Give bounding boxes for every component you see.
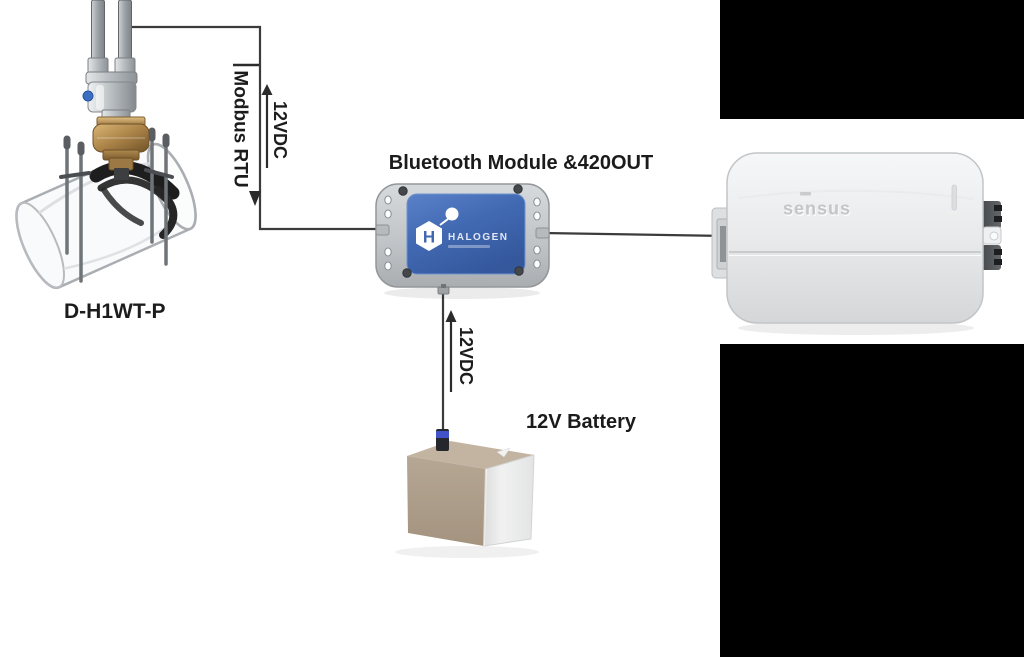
sensus-device-illustration: sensus sensus [711, 152, 1002, 335]
module-bottom-connector-tip [441, 284, 446, 288]
hexagon-h-letter: H [423, 228, 435, 247]
battery-front-face [407, 456, 486, 546]
receiver-shadow [738, 321, 974, 335]
module-title: Bluetooth Module &420OUT [389, 152, 653, 174]
battery-right-face [483, 454, 535, 547]
module-blue-label [406, 193, 526, 275]
flow-sensor-label: D-H1WT-P [64, 300, 166, 323]
module-bottom-connector [437, 286, 450, 295]
receiver-body [726, 152, 984, 324]
halogen-logo: H HALOGEN [416, 207, 509, 251]
logo-subtext-bar [448, 245, 490, 248]
sensor-cables [91, 0, 132, 75]
bluetooth-module-illustration: Bluetooth Module &420OUT H HALOGEN [375, 152, 653, 299]
arrow-down-icon [249, 191, 261, 206]
battery-terminal-blue-band [436, 431, 449, 438]
receiver-molding-mark [951, 184, 957, 211]
link-annotation-top: Modbus RTU 12VDC [230, 63, 290, 206]
sensus-logo-mark [800, 192, 811, 196]
module-screws [398, 184, 524, 278]
receiver-left-connector-slot [720, 226, 726, 262]
receiver-mount-hole [989, 231, 999, 241]
redaction-bottom-right [720, 344, 1024, 657]
sensor-head [82, 57, 138, 121]
wires [125, 25, 728, 449]
module-shadow [384, 287, 540, 299]
receiver-top-highlight [738, 189, 974, 200]
battery-label: 12V Battery [526, 411, 637, 433]
hexagon-h-icon [416, 221, 442, 251]
flow-sensor-illustration: D-H1WT-P [15, 0, 197, 323]
modbus-rtu-label: Modbus RTU [230, 70, 251, 187]
arrow-up-icon [445, 310, 457, 322]
vdc-label-top: 12VDC [270, 101, 290, 159]
halogen-logo-text: HALOGEN [448, 232, 509, 243]
redaction-top-right [720, 0, 1024, 119]
mounting-rods [59, 127, 174, 283]
wire-module-to-receiver [542, 231, 728, 238]
module-cable-gland-right [535, 227, 550, 239]
sensus-brand-emboss-shadow: sensus [784, 200, 852, 220]
blue-indicator [82, 90, 94, 102]
battery-top-notch [496, 447, 511, 458]
wire-sensor-to-module [125, 25, 384, 231]
vdc-label-battery: 12VDC [456, 327, 476, 385]
battery-illustration: 12V Battery [395, 411, 637, 558]
module-cable-gland-left [375, 224, 390, 236]
arrow-up-icon [261, 84, 273, 95]
molecule-dot-icon [445, 207, 459, 221]
battery-edge-highlight [483, 468, 487, 547]
battery-shadow [395, 546, 539, 558]
sensus-brand-label: sensus [783, 199, 851, 219]
module-flange-holes [384, 195, 541, 271]
link-annotation-battery: 12VDC [445, 310, 476, 392]
brass-valve [92, 116, 150, 180]
